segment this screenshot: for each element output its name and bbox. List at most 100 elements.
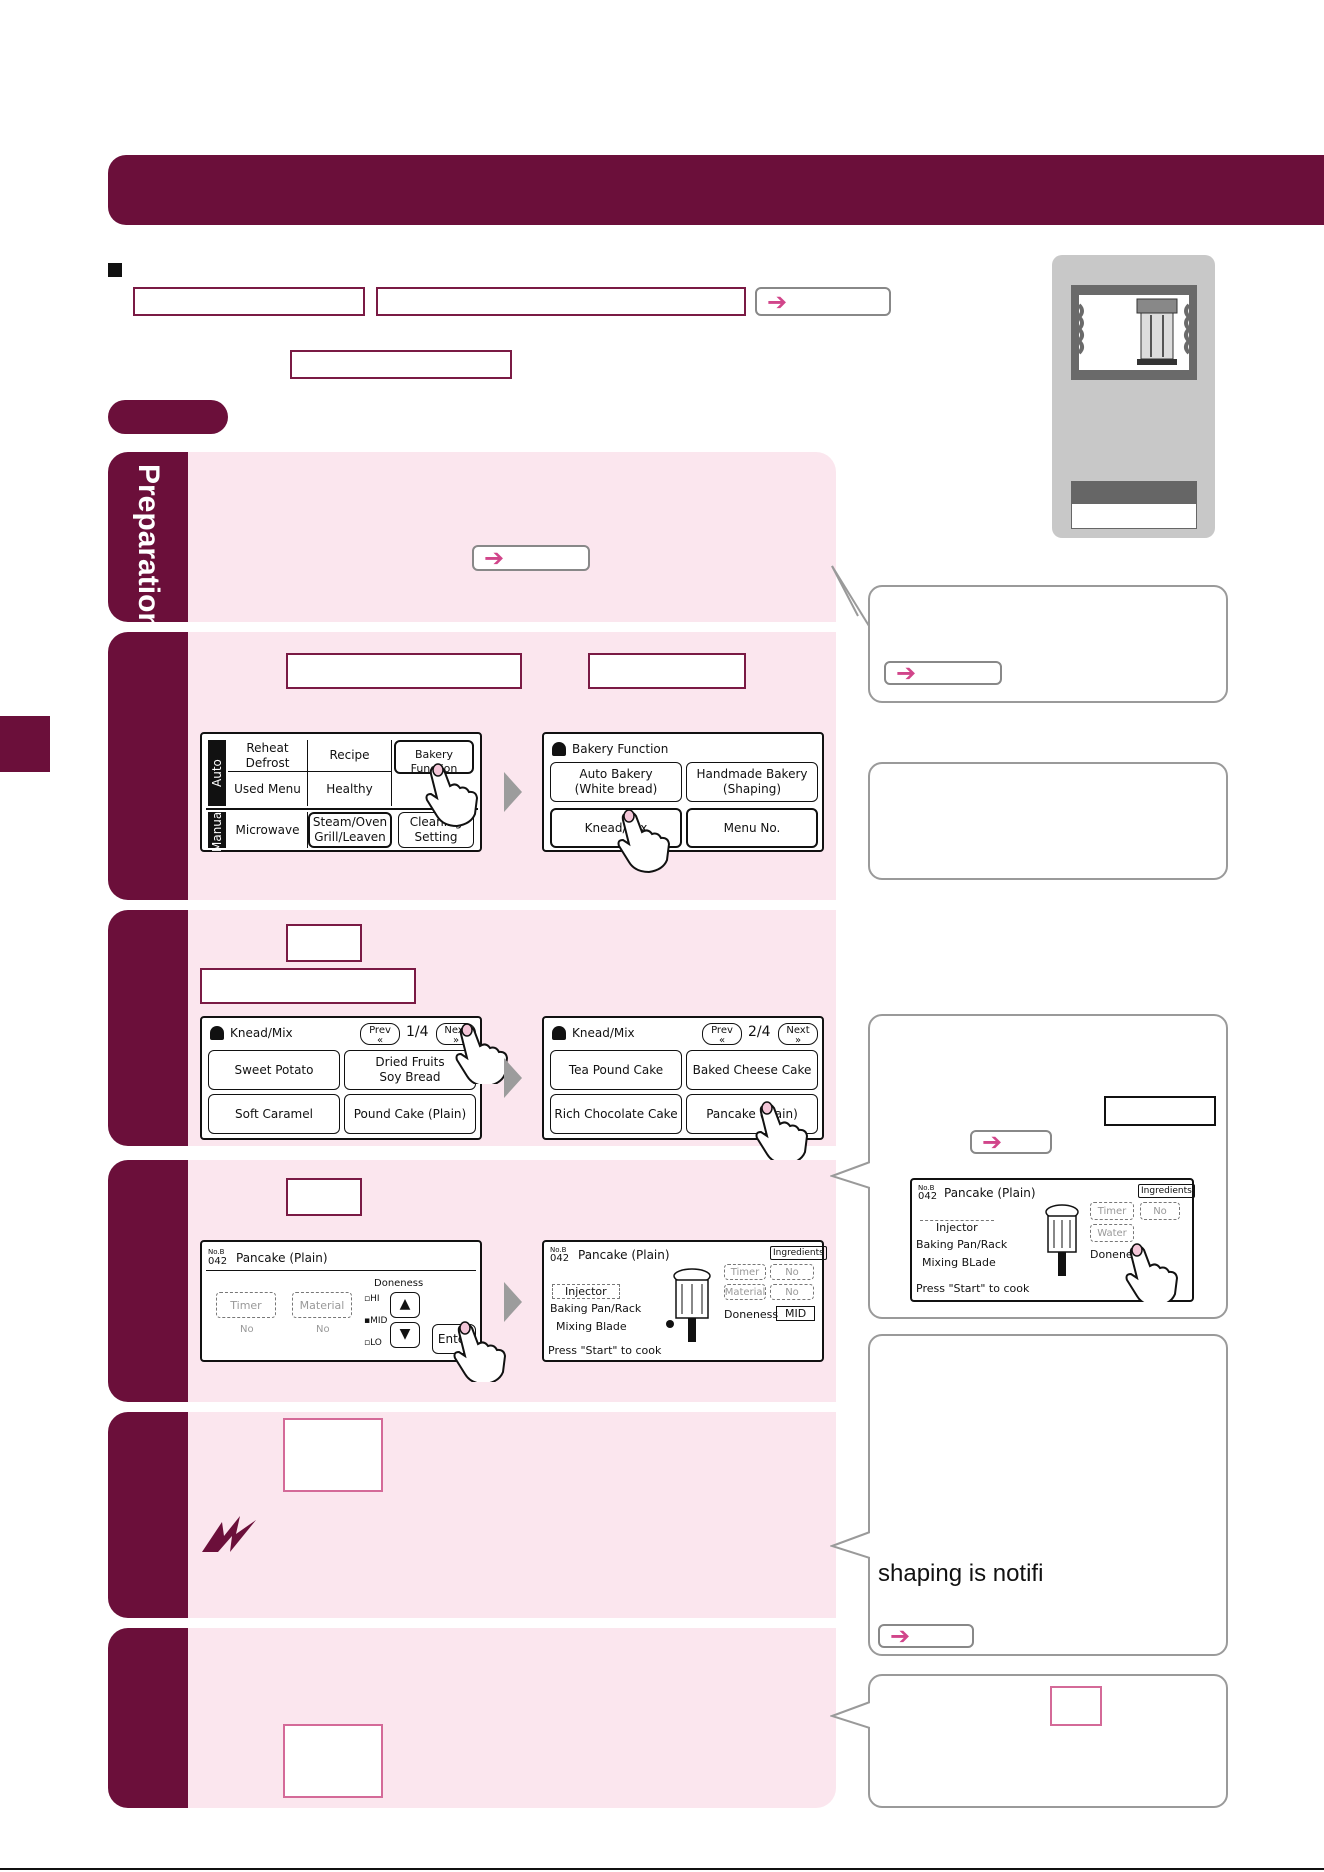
dried-fruits-soy-bread-button[interactable]: Dried Fruits Soy Bread (344, 1050, 476, 1090)
arrow-right-icon: ➔ (896, 659, 917, 687)
injector-label: Injector (552, 1284, 620, 1299)
cleaning-setting-button[interactable]: Cleaning Setting (398, 812, 474, 848)
steps-pill (108, 400, 228, 434)
menu-no-label: No.B (208, 1248, 225, 1256)
callout-3-ref-link[interactable]: ➔ (970, 1130, 1052, 1154)
material-value: No (770, 1284, 814, 1300)
baked-cheese-cake-button[interactable]: Baked Cheese Cake (686, 1050, 818, 1090)
blade-icon (1076, 295, 1192, 370)
page-indicator: 2/4 (748, 1024, 771, 1040)
microwave-button[interactable]: Microwave (228, 812, 308, 848)
next-chevron (504, 1282, 522, 1322)
bakery-function-screen: Bakery Function Auto Bakery (White bread… (542, 732, 824, 852)
level-hi-label: HI (370, 1294, 380, 1304)
healthy-button[interactable]: Healthy (308, 772, 392, 806)
prev-button[interactable]: Prev « (702, 1023, 742, 1046)
steam-oven-button[interactable]: Steam/Oven Grill/Leaven (308, 812, 392, 848)
hand-pointer-icon (755, 1101, 809, 1162)
material-value: No (316, 1324, 330, 1335)
knead-p2-title: Knead/Mix (572, 1026, 635, 1040)
step4-key-box (283, 1418, 383, 1492)
chapter-edge-tab (0, 716, 50, 772)
prev-label: Prev (711, 1025, 733, 1036)
timer-field: Timer (724, 1264, 766, 1280)
sweet-potato-button[interactable]: Sweet Potato (208, 1050, 340, 1090)
callout-4-ref-link[interactable]: ➔ (878, 1624, 974, 1648)
tea-pound-cake-button[interactable]: Tea Pound Cake (550, 1050, 682, 1090)
level-hi: ▫HI (364, 1294, 380, 1304)
info-card-dark-strip (1071, 481, 1197, 503)
step2-tab (108, 910, 188, 1146)
bread-icon (552, 742, 566, 756)
label-box-3 (290, 350, 512, 379)
hand-pointer-icon (617, 809, 671, 874)
triangle-down-icon: ▼ (399, 1326, 411, 1343)
next-chevron (504, 1058, 522, 1098)
start-hint: Press "Start" to cook (916, 1282, 1030, 1295)
menu-number: 042 (550, 1253, 570, 1264)
label-box-2 (376, 287, 746, 316)
page-indicator: 1/4 (406, 1024, 429, 1040)
next-label: Next (444, 1025, 468, 1036)
mixing-blade-label: Mixing BLade (922, 1256, 996, 1269)
callout-4: shaping is notifi ➔ (868, 1334, 1228, 1656)
step4-tab (108, 1412, 188, 1618)
injector-label: Injector (920, 1220, 994, 1234)
preparation-tab: Preparation (108, 452, 188, 630)
water-field: Water (1090, 1224, 1134, 1242)
used-menu-button[interactable]: Used Menu (228, 772, 308, 806)
callout-pointer-4 (830, 1531, 870, 1559)
timer-value: No (240, 1324, 254, 1335)
step5-key-box (283, 1724, 383, 1798)
home-screen: Auto Manual Reheat Defrost Recipe Bakery… (200, 732, 482, 852)
rich-chocolate-cake-button[interactable]: Rich Chocolate Cake (550, 1094, 682, 1134)
timer-button[interactable]: Timer (216, 1292, 276, 1318)
knead-p2-header: Knead/Mix (552, 1024, 635, 1042)
knead-mix-screen-page1: Knead/Mix Prev « 1/4 Next » Sweet Potato… (200, 1016, 482, 1140)
prev-button[interactable]: Prev « (360, 1023, 400, 1046)
arrow-right-icon: ➔ (982, 1128, 1003, 1156)
auto-bakery-button[interactable]: Auto Bakery (White bread) (550, 762, 682, 802)
step2-label-box-2 (200, 968, 416, 1004)
ingredients-button[interactable]: Ingredients (1138, 1184, 1195, 1198)
up-arrow-button[interactable]: ▲ (390, 1292, 420, 1318)
down-arrow-button[interactable]: ▼ (390, 1322, 420, 1348)
manual-label: Manual (208, 808, 226, 852)
reheat-defrost-button[interactable]: Reheat Defrost (228, 740, 308, 772)
header-bar (108, 155, 1324, 225)
doneness-screen: No.B 042 Pancake (Plain) Doneness Timer … (200, 1240, 482, 1362)
step1-label-box-1 (286, 653, 522, 689)
pound-cake-plain-button[interactable]: Pound Cake (Plain) (344, 1094, 476, 1134)
menu-no-label: No.B (918, 1184, 935, 1192)
soft-caramel-button[interactable]: Soft Caramel (208, 1094, 340, 1134)
menu-no-label: No.B (550, 1246, 567, 1254)
baking-pan-label: Baking Pan/Rack (550, 1302, 642, 1315)
doneness-field: Doneness (724, 1308, 779, 1321)
baking-pan-label: Baking Pan/Rack (916, 1238, 1008, 1251)
step2-label-box-1 (286, 924, 362, 962)
ingredients-button[interactable]: Ingredients (770, 1246, 827, 1260)
preparation-ref-link[interactable]: ➔ (472, 545, 590, 571)
confirm-screen: No.B 042 Pancake (Plain) Ingredients Inj… (542, 1240, 827, 1362)
callout-3-label-box (1104, 1096, 1216, 1126)
hand-pointer-icon (425, 763, 479, 828)
arrow-right-icon: ➔ (484, 544, 505, 572)
knead-p1-title: Knead/Mix (230, 1026, 293, 1040)
hand-pointer-icon (1125, 1243, 1179, 1302)
bread-icon (210, 1026, 224, 1040)
handmade-bakery-button[interactable]: Handmade Bakery (Shaping) (686, 762, 818, 802)
callout-3: ➔ No.B 042 Pancake (Plain) Ingredients I… (868, 1014, 1228, 1319)
knead-mix-button[interactable]: Knead/Mix (550, 808, 682, 848)
callout-1-ref-link[interactable]: ➔ (884, 661, 1002, 685)
callout-5-key-box (1050, 1686, 1102, 1726)
recipe-button[interactable]: Recipe (308, 740, 392, 772)
menu-no-button[interactable]: Menu No. (686, 808, 818, 848)
double-chevron-left-icon: « (718, 1035, 726, 1046)
timer-field: Timer (1090, 1202, 1134, 1220)
page-reference-link[interactable]: ➔ (755, 287, 891, 316)
next-button[interactable]: Next » (778, 1023, 818, 1046)
prev-label: Prev (369, 1025, 391, 1036)
doneness-screen-title: Pancake (Plain) (236, 1251, 328, 1265)
material-button[interactable]: Material (292, 1292, 352, 1318)
pancake-plain-button[interactable]: Pancake (Plain) (686, 1094, 818, 1134)
